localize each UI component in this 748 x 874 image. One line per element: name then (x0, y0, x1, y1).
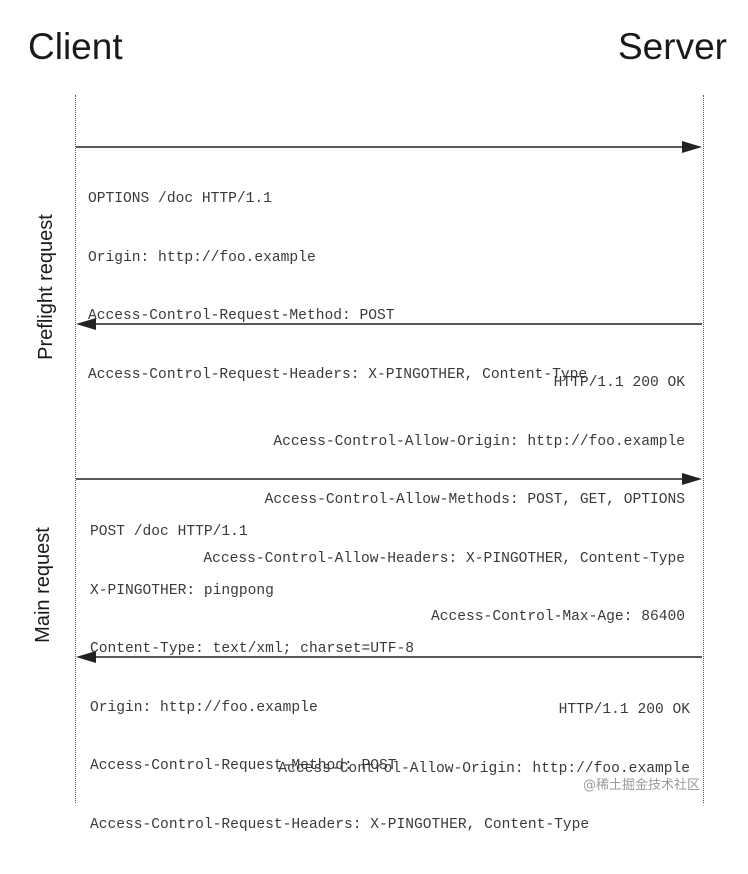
client-lifeline (75, 95, 76, 803)
server-lifeline (703, 95, 704, 803)
preflight-request-arrow (76, 140, 702, 154)
client-actor-label: Client (28, 26, 123, 67)
preflight-response-text: HTTP/1.1 200 OK Access-Control-Allow-Ori… (203, 335, 685, 667)
message-line: X-PINGOTHER: pingpong (90, 582, 274, 599)
main-phase-label: Main request (32, 527, 54, 643)
preflight-response-arrow (76, 317, 702, 331)
server-actor-label: Server (618, 26, 727, 67)
message-line: Origin: http://foo.example (90, 699, 318, 716)
message-line: Access-Control-Request-Headers: X-PINGOT… (90, 816, 590, 833)
message-line: Content-Type: text/xml; charset=UTF-8 (90, 641, 415, 657)
main-response-arrow (76, 650, 702, 664)
main-response-text: HTTP/1.1 200 OK Access-Control-Allow-Ori… (278, 662, 690, 818)
preflight-phase-label: Preflight request (35, 214, 57, 360)
message-line: HTTP/1.1 200 OK (558, 702, 690, 718)
preflight-request-text: OPTIONS /doc HTTP/1.1 Origin: http://foo… (88, 151, 587, 424)
message-line: POST /doc HTTP/1.1 (90, 524, 248, 540)
message-line: Access-Control-Allow-Origin: http://foo.… (273, 433, 685, 450)
sequence-diagram: Client Server Preflight request Main req… (28, 26, 727, 833)
message-line: Access-Control-Request-Method: POST (88, 308, 395, 324)
message-line: Access-Control-Request-Method: POST (90, 758, 397, 774)
message-line: HTTP/1.1 200 OK (553, 375, 685, 391)
message-line: Access-Control-Request-Headers: X-PINGOT… (88, 366, 588, 383)
message-line: OPTIONS /doc HTTP/1.1 (88, 191, 272, 207)
message-line: Access-Control-Max-Age: 86400 (431, 609, 685, 625)
main-request-arrow (76, 472, 702, 486)
message-line: Access-Control-Allow-Headers: X-PINGOTHE… (203, 550, 685, 567)
message-line: Access-Control-Allow-Origin: http://foo.… (278, 760, 690, 777)
watermark: @稀土掘金技术社区 (583, 778, 701, 793)
message-line: Origin: http://foo.example (88, 249, 316, 266)
message-line: Access-Control-Allow-Methods: POST, GET,… (264, 492, 685, 508)
